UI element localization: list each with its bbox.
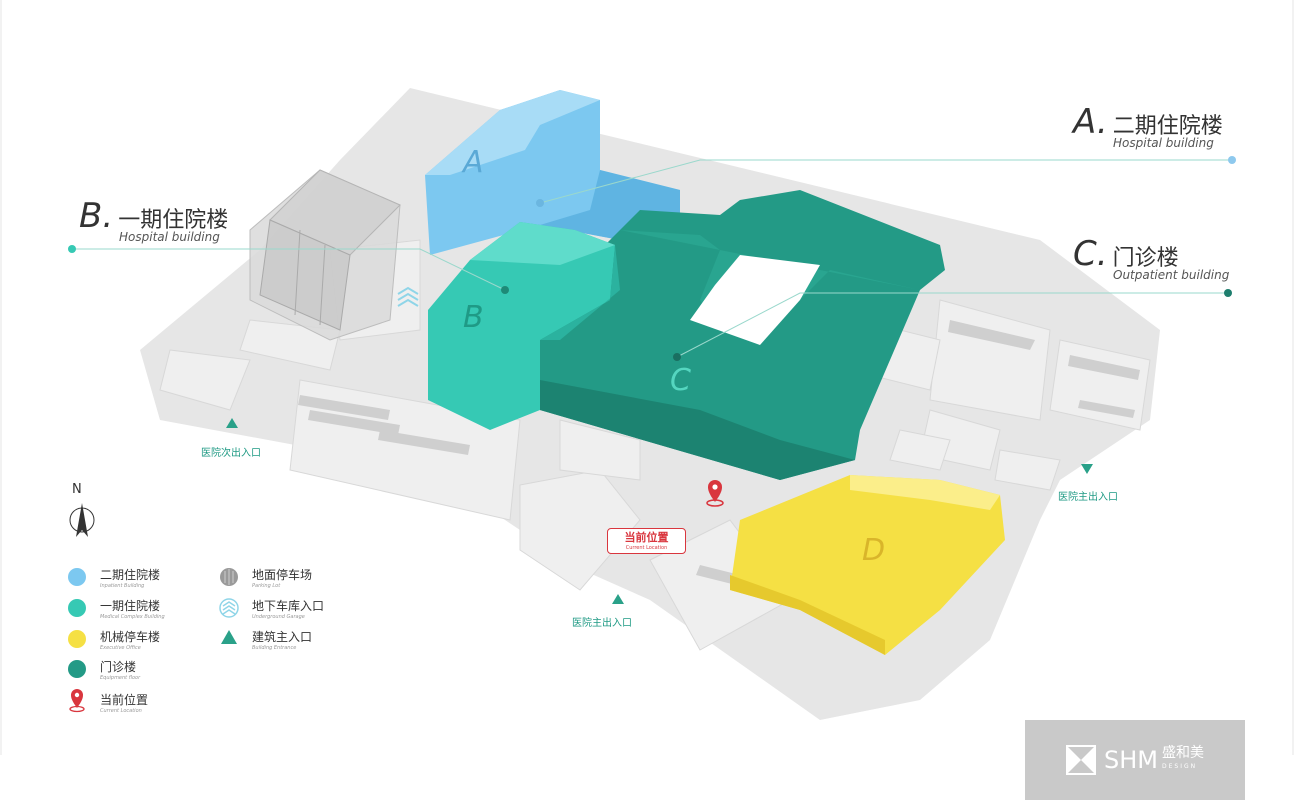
building-b	[428, 222, 620, 430]
callout-b: B. 一期住院楼 Hospital building	[79, 196, 228, 244]
callout-c: C. 门诊楼 Outpatient building	[1073, 234, 1229, 282]
legend-sublabel: Current Location	[100, 708, 142, 714]
ground-lots	[159, 239, 1151, 651]
current-location-label: 当前位置	[624, 531, 669, 544]
gate-main-right-triangle	[1081, 464, 1093, 474]
legend-sublabel: Parking Lot	[252, 583, 281, 589]
callout-a-title: 二期住院楼	[1112, 114, 1223, 139]
callout-a-dot	[536, 199, 544, 207]
legend-label: 地面停车场	[252, 568, 313, 582]
legend-label: 门诊楼	[100, 660, 137, 674]
legend-sublabel: Executive Office	[100, 645, 141, 651]
parking-stripes	[298, 320, 1140, 585]
legend-label: 机械停车楼	[100, 630, 161, 644]
legend-label: 二期住院楼	[100, 568, 161, 582]
legend-teal-dot	[68, 599, 86, 617]
logo-cn: 盛和美	[1162, 745, 1204, 761]
legend-sublabel: Equipment floor	[100, 675, 141, 681]
legend-parking-icon	[220, 568, 238, 586]
logo-cn-block: 盛和美 DESIGN	[1162, 746, 1204, 774]
callout-b-end-dot	[68, 245, 76, 253]
callout-c-subtitle: Outpatient building	[1113, 268, 1230, 282]
gate-secondary-triangle	[226, 418, 238, 428]
callout-c-dot	[673, 353, 681, 361]
callout-b-dot	[501, 286, 509, 294]
parking-structure	[249, 169, 401, 341]
location-pin-icon	[706, 480, 724, 507]
callout-c-title: 门诊楼	[1112, 246, 1179, 271]
callout-a-letter: A.	[1073, 102, 1108, 142]
callout-a: A. 二期住院楼 Hospital building	[1073, 102, 1223, 150]
legend-sublabel: Underground Garage	[252, 614, 305, 620]
building-d	[730, 475, 1005, 655]
legend-label: 建筑主入口	[252, 630, 313, 644]
callout-c-end-dot	[1224, 289, 1232, 297]
gate-secondary-label: 医院次出入口	[201, 448, 261, 459]
building-letter-a: A	[461, 145, 484, 180]
legend-entrance-triangle-icon	[221, 630, 237, 644]
logo-sub: DESIGN	[1162, 763, 1198, 770]
callout-b-letter: B.	[79, 196, 114, 236]
legend-sublabel: Building Entrance	[252, 645, 297, 651]
building-letter-b: B	[463, 300, 484, 335]
legend-sublabel: Inpatient Building	[100, 583, 145, 589]
callout-a-subtitle: Hospital building	[1113, 136, 1214, 150]
logo-name: SHM	[1104, 746, 1158, 774]
legend-label: 地下车库入口	[252, 599, 325, 613]
brand-logo: SHM 盛和美 DESIGN	[1025, 720, 1245, 800]
garage-entrance-icon	[397, 286, 419, 307]
building-c	[540, 190, 945, 480]
callout-b-subtitle: Hospital building	[119, 230, 220, 244]
current-location-sublabel: Current Location	[625, 545, 668, 551]
legend-label: 当前位置	[100, 693, 149, 707]
current-location-marker[interactable]: 当前位置 Current Location	[607, 528, 686, 554]
gate-main-bottom-label: 医院主出入口	[572, 618, 632, 629]
north-arrow-icon	[69, 503, 95, 537]
callout-a-end-dot	[1228, 156, 1236, 164]
north-label: N	[72, 482, 82, 497]
legend-label: 一期住院楼	[100, 599, 161, 613]
callout-lines	[72, 159, 1232, 358]
legend-yellow-dot	[68, 630, 86, 648]
gate-main-right-label: 医院主出入口	[1058, 492, 1118, 503]
legend-garage-entrance-icon	[219, 598, 239, 618]
legend-dark-teal-dot	[68, 660, 86, 678]
legend-sublabel: Medical Complex Building	[100, 614, 165, 620]
legend-location-pin-icon	[69, 689, 85, 713]
logo-mark-icon	[1066, 745, 1096, 775]
building-letter-d: D	[862, 533, 885, 568]
callout-b-title: 一期住院楼	[118, 208, 229, 233]
legend-blue-dot	[68, 568, 86, 586]
building-letter-c: C	[670, 363, 691, 398]
callout-c-letter: C.	[1073, 234, 1108, 274]
gate-main-bottom-triangle	[612, 594, 624, 604]
